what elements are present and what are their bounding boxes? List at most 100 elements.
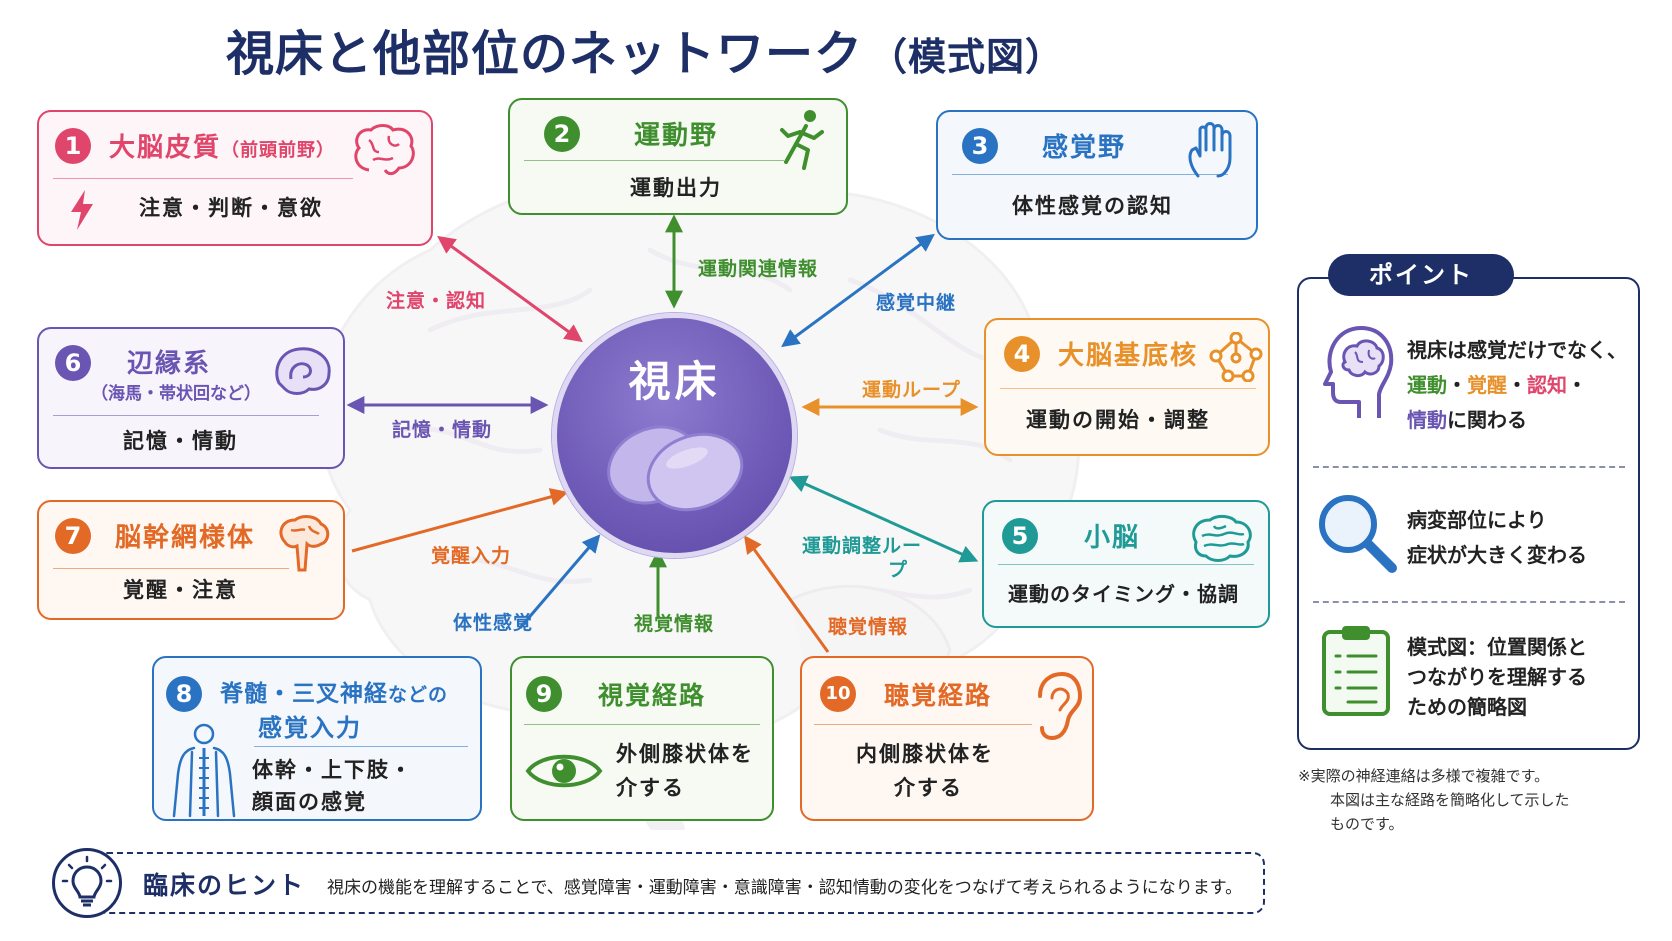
card-title-paren: （前頭前野） [221, 140, 336, 161]
card-number: 6 [55, 345, 91, 381]
label-motor-adjust-loop: 運動調整ループ [802, 534, 922, 582]
footnote: ※実際の神経連絡は多様で複雑です。本図は主な経路を簡略化して示したものです。 [1298, 764, 1570, 836]
card-desc: 注意・判断・意欲 [139, 196, 323, 220]
card-desc: 記憶・情動 [123, 429, 238, 453]
lightbulb-icon [52, 848, 122, 918]
head-brain-icon [1323, 326, 1394, 418]
label-sensory-relay: 感覚中継 [876, 292, 957, 314]
point-1-line1: 視床は感覚だけでなく、 [1407, 338, 1627, 362]
point-3-line1: 模式図：位置関係と [1407, 635, 1587, 659]
arrow-cortex [437, 235, 583, 343]
card-desc-line2: 顔面の感覚 [252, 790, 367, 814]
clinical-hint-text: 視床の機能を理解することで、感覚障害・運動障害・意識障害・認知情動の変化をつなげ… [327, 878, 1243, 898]
point-3-line2: つながりを理解する [1407, 665, 1587, 689]
label-motor-loop: 運動ループ [862, 379, 961, 401]
card-desc: 運動出力 [630, 176, 722, 200]
clinical-hint-title: 臨床のヒント [143, 871, 306, 900]
label-arousal-input: 覚醒入力 [431, 545, 512, 567]
card-cerebellum: 5 小脳 運動のタイミング・協調 [982, 500, 1270, 628]
label-auditory-info: 聴覚情報 [828, 616, 909, 638]
card-desc: 運動の開始・調整 [1026, 408, 1210, 432]
card-divider [254, 746, 468, 747]
title-sub: （模式図） [869, 35, 1065, 79]
card-title: 脳幹網様体 [115, 523, 256, 553]
clipboard-icon [1322, 626, 1390, 716]
arrow-cerebellum [788, 475, 979, 563]
card-desc-line2: 介する [894, 776, 963, 800]
card-number: 10 [820, 676, 856, 712]
card-divider [524, 724, 760, 725]
card-divider [53, 568, 289, 569]
body-spine-icon [172, 723, 236, 818]
lightning-icon [71, 190, 93, 230]
card-divider [53, 178, 353, 179]
lightbulb-icon-glyph [61, 855, 113, 907]
card-desc: 覚醒・注意 [123, 578, 238, 602]
card-title-b: などの [388, 684, 449, 706]
card-number: 9 [526, 676, 562, 712]
card-divider [1000, 388, 1256, 389]
label-motor-info: 運動関連情報 [698, 258, 819, 280]
card-desc-line1: 外側膝状体を [616, 742, 754, 766]
card-motor-cortex: 2 運動野 運動出力 [508, 98, 848, 215]
card-divider [53, 415, 319, 416]
card-title-line1: 脊髄・三叉神経などの [220, 674, 448, 708]
magnifier-icon [1319, 495, 1397, 573]
label-motor-adjust-loop-2: プ [888, 559, 909, 581]
arrow-spinal [518, 534, 601, 629]
hand-icon [1188, 122, 1232, 178]
label-somatosensory: 体性感覚 [453, 612, 534, 634]
point-word-emotion: 情動 [1407, 408, 1447, 432]
card-title: 辺縁系 [127, 349, 212, 379]
card-number: 1 [55, 128, 91, 164]
card-desc: 運動のタイミング・協調 [1008, 582, 1239, 606]
point-word-arousal: 覚醒 [1467, 373, 1507, 397]
points-header: ポイント [1328, 254, 1514, 296]
arrow-sensory [781, 233, 935, 348]
card-brainstem-reticular: 7 脳幹網様体 覚醒・注意 [37, 500, 345, 620]
card-subtitle: （海馬・帯状回など） [91, 384, 261, 404]
card-title: 小脳 [1084, 523, 1141, 553]
label-visual-info: 視覚情報 [634, 613, 715, 635]
cerebellum-icon [1192, 514, 1252, 562]
point-3-line3: ための簡略図 [1407, 695, 1527, 719]
card-desc: 体性感覚の認知 [1012, 194, 1173, 218]
point-word-motor: 運動 [1407, 373, 1447, 397]
card-divider [524, 160, 784, 161]
card-divider [952, 174, 1228, 175]
footnote-line1: ※実際の神経連絡は多様で複雑です。 [1298, 767, 1550, 785]
card-desc-line1: 体幹・上下肢・ [252, 758, 413, 782]
card-title: 運動野 [634, 121, 719, 151]
footnote-line3: ものです。 [1330, 815, 1404, 833]
point-word-cognition: 認知 [1527, 373, 1567, 397]
point-sep: ・ [1567, 373, 1587, 397]
page-title: 視床と他部位のネットワーク（模式図） [0, 14, 1290, 84]
card-sensory-cortex: 3 感覚野 体性感覚の認知 [936, 110, 1258, 240]
card-number: 7 [55, 518, 91, 554]
card-limbic-system: 6 辺縁系 （海馬・帯状回など） 記憶・情動 [37, 327, 345, 469]
label-motor-adjust-loop-1: 運動調整ルー [802, 535, 923, 557]
arrow-brainstem [351, 488, 569, 553]
point-2-line1: 病変部位により [1407, 508, 1547, 532]
card-number: 3 [962, 128, 998, 164]
point-1-tail: に関わる [1447, 408, 1527, 432]
card-title: 大脳皮質（前頭前野） [109, 127, 335, 164]
points-divider [1313, 601, 1625, 603]
footnote-line2: 本図は主な経路を簡略化して示した [1330, 791, 1570, 809]
card-visual-pathway: 9 視覚経路 外側膝状体を 介する [510, 656, 774, 821]
point-text-3: 模式図：位置関係とつながりを理解するための簡略図 [1407, 632, 1587, 722]
card-number: 4 [1004, 336, 1040, 372]
card-title-line2: 感覚入力 [258, 714, 362, 742]
card-title-main: 大脳皮質 [109, 133, 222, 163]
title-main: 視床と他部位のネットワーク [225, 26, 863, 82]
point-text-2: 病変部位により症状が大きく変わる [1407, 503, 1587, 573]
card-auditory-pathway: 10 聴覚経路 内側膝状体を 介する [800, 656, 1094, 821]
limbic-icon [275, 347, 331, 395]
point-text-1: 視床は感覚だけでなく、 運動・覚醒・認知・ 情動に関わる [1407, 333, 1627, 438]
running-person-icon [780, 110, 824, 170]
card-spinal-trigeminal-input: 8 脊髄・三叉神経などの 感覚入力 体幹・上下肢・ 顔面の感覚 [152, 656, 482, 821]
brain-icon [354, 124, 415, 176]
card-desc-line2: 介する [616, 776, 685, 800]
card-divider [998, 564, 1254, 565]
